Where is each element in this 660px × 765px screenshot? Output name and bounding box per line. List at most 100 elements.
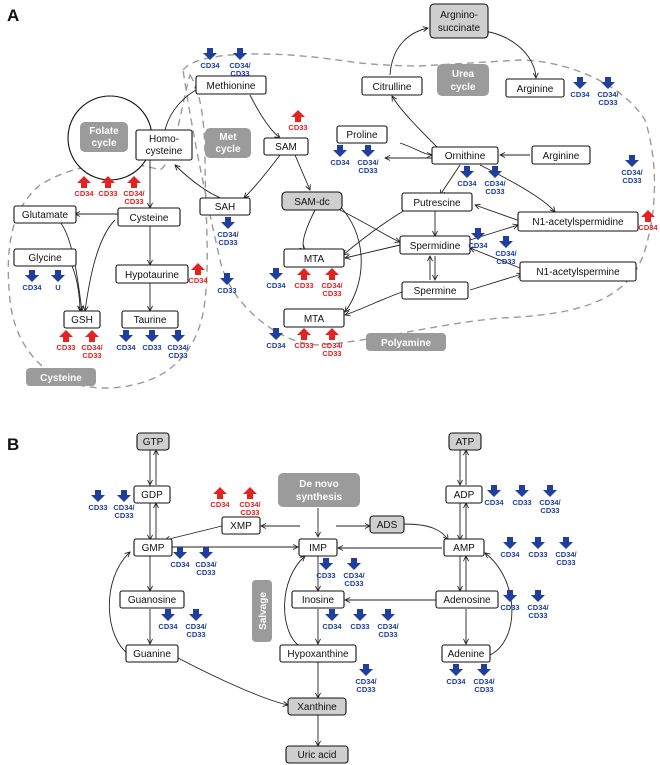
node-gmp-label: GMP bbox=[142, 543, 165, 554]
panel-a-letter: A bbox=[7, 6, 19, 25]
up-arrow-icon bbox=[101, 176, 115, 188]
node-mta1-label: MTA bbox=[304, 254, 325, 265]
polyamine-region-label-text: Polyamine bbox=[381, 338, 431, 349]
edge-citrulline-argininosuccinate bbox=[389, 28, 428, 76]
node-hypoxanthine-label: Hypoxanthine bbox=[287, 649, 349, 660]
node-citrulline: Citrulline bbox=[361, 76, 423, 96]
node-inosine-label: Inosine bbox=[302, 595, 335, 606]
edge-guanine-xanthine bbox=[177, 657, 288, 705]
marker-label: CD33 bbox=[230, 69, 249, 78]
marker-label: CD34 bbox=[457, 179, 477, 188]
marker-down-inosine-0: CD34 bbox=[322, 609, 342, 631]
marker-label: CD34/ bbox=[195, 560, 217, 569]
down-arrow-icon bbox=[91, 490, 105, 502]
node-xanthine-label: Xanthine bbox=[297, 702, 337, 713]
node-gdp-label: GDP bbox=[141, 490, 163, 501]
marker-label: CD34/ bbox=[167, 343, 189, 352]
down-arrow-icon bbox=[51, 270, 65, 282]
node-samdc: SAM-dc bbox=[281, 191, 343, 211]
marker-label: CD34/ bbox=[597, 90, 619, 99]
marker-label: CD33 bbox=[186, 630, 205, 639]
marker-label: CD33 bbox=[322, 289, 341, 298]
marker-label: U bbox=[55, 283, 60, 292]
node-adenine: Adenine bbox=[441, 644, 491, 663]
marker-label: CD34 bbox=[210, 500, 230, 509]
denovo-synthesis-label: De novo synthesis bbox=[278, 473, 360, 507]
down-arrow-icon bbox=[531, 537, 545, 549]
marker-label: CD34/ bbox=[123, 189, 145, 198]
up-arrow-icon bbox=[85, 330, 99, 342]
node-gsh: GSH bbox=[63, 310, 101, 329]
down-arrow-icon bbox=[117, 490, 131, 502]
marker-label: CD33 bbox=[344, 579, 363, 588]
node-ads-label: ADS bbox=[377, 520, 398, 531]
marker-up-denovo-0: CD34 bbox=[210, 487, 230, 509]
node-glutamate: Glutamate bbox=[13, 205, 77, 224]
marker-label: CD33 bbox=[358, 166, 377, 175]
node-adp: ADP bbox=[445, 485, 483, 504]
marker-up-sam-0: CD33 bbox=[288, 110, 308, 132]
marker-label: CD33 bbox=[168, 351, 187, 360]
marker-label: CD34 bbox=[200, 61, 220, 70]
marker-down-hypotaurine-1: CD33 bbox=[217, 273, 237, 295]
marker-down-guanosine-1: CD34/CD33 bbox=[185, 609, 208, 639]
denovo-synthesis-label-line1: De novo bbox=[299, 479, 338, 490]
node-xanthine: Xanthine bbox=[287, 697, 347, 716]
marker-up-mta1-2: CD34/CD33 bbox=[321, 268, 344, 298]
up-arrow-icon bbox=[641, 210, 655, 222]
marker-label: CD34 bbox=[484, 498, 504, 507]
marker-down-arginine-mid-0: CD34/CD33 bbox=[621, 155, 644, 185]
up-arrow-icon bbox=[127, 176, 141, 188]
marker-label: CD33 bbox=[528, 611, 547, 620]
met-cycle-label-line2: cycle bbox=[215, 144, 240, 155]
marker-label: CD34 bbox=[266, 341, 286, 350]
node-argininosuccinate-line1: Argnino- bbox=[440, 10, 478, 21]
down-arrow-icon bbox=[601, 77, 615, 89]
node-gdp: GDP bbox=[133, 485, 171, 504]
down-arrow-icon bbox=[319, 558, 333, 570]
marker-label: CD33 bbox=[540, 506, 559, 515]
up-arrow-icon bbox=[191, 263, 205, 275]
node-xmp: XMP bbox=[221, 516, 261, 535]
node-xmp-label: XMP bbox=[230, 521, 252, 532]
edge-sam-samdc bbox=[294, 154, 310, 190]
marker-label: CD34/ bbox=[185, 622, 207, 631]
node-n1-acetylspermine-label: N1-acetylspermine bbox=[536, 267, 620, 278]
up-arrow-icon bbox=[297, 268, 311, 280]
marker-label: CD33 bbox=[196, 568, 215, 577]
urea-cycle-label-line2: cycle bbox=[450, 82, 475, 93]
marker-label: CD34/ bbox=[377, 622, 399, 631]
up-arrow-icon bbox=[325, 268, 339, 280]
node-spermidine: Spermidine bbox=[399, 235, 471, 255]
edge-sam-sah bbox=[244, 154, 281, 198]
edge-n1acetylspermine-spermidine bbox=[470, 248, 521, 269]
marker-up-hypotaurine-0: CD34 bbox=[188, 263, 208, 285]
down-arrow-icon bbox=[333, 145, 347, 157]
edge-ornithine-citrulline bbox=[392, 96, 441, 151]
edge-xmp-gmp bbox=[165, 525, 223, 540]
node-argininosuccinate-line2: succinate bbox=[438, 23, 481, 34]
marker-down-inosine-1: CD33 bbox=[350, 609, 370, 631]
marker-down-adenine-1: CD34/CD33 bbox=[473, 664, 496, 694]
node-sam: SAM bbox=[263, 137, 309, 156]
marker-down-glycine-1: U bbox=[51, 270, 65, 292]
marker-down-spermidine-0: CD34 bbox=[468, 228, 488, 250]
node-arginine-mid-label: Arginine bbox=[543, 151, 580, 162]
down-arrow-icon bbox=[145, 330, 159, 342]
marker-label: CD34 bbox=[638, 223, 658, 232]
down-arrow-icon bbox=[573, 77, 587, 89]
marker-label: CD34/ bbox=[495, 249, 517, 258]
node-atp: ATP bbox=[448, 432, 482, 451]
marker-label: CD33 bbox=[556, 558, 575, 567]
node-sam-label: SAM bbox=[275, 142, 297, 153]
down-arrow-icon bbox=[361, 145, 375, 157]
